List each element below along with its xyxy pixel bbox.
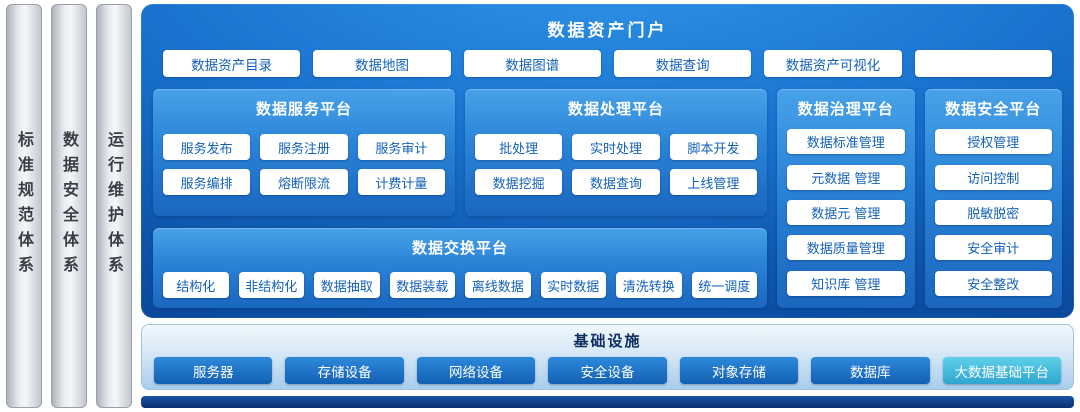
exchange-platform-panel: 数据交换平台 结构化 非结构化 数据抽取 数据装载 离线数据 实时数据 清洗转换… [153, 228, 768, 308]
service-item: 服务审计 [357, 134, 446, 160]
portal-title: 数据资产门户 [547, 21, 668, 41]
infrastructure-item: 数据库 [811, 357, 930, 384]
governance-item: 元数据 管理 [787, 164, 905, 190]
platform-row-top: 数据服务平台 服务发布 服务注册 服务审计 服务编排 熔断限流 计费计量 [153, 89, 768, 216]
infrastructure-item-row: 服务器 存储设备 网络设备 安全设备 对象存储 数据库 大数据基础平台 [154, 357, 1061, 384]
governance-item: 知识库 管理 [787, 270, 905, 296]
portal-item-row: 数据资产目录 数据地图 数据图谱 数据查询 数据资产可视化 [153, 50, 1062, 77]
security-item: 安全审计 [934, 235, 1053, 261]
exchange-item: 非结构化 [238, 272, 304, 298]
exchange-item: 统一调度 [691, 272, 757, 298]
governance-platform-title: 数据治理平台 [797, 100, 894, 118]
exchange-item: 数据抽取 [314, 272, 380, 298]
exchange-item: 离线数据 [465, 272, 531, 298]
side-system-operations: 运行维护体系 [96, 4, 132, 408]
portal-item: 数据查询 [613, 50, 752, 77]
service-row-1: 服务发布 服务注册 服务审计 [163, 134, 446, 160]
processing-item: 数据查询 [572, 169, 660, 195]
base-bar [141, 396, 1074, 408]
portal-item: 数据资产目录 [163, 50, 301, 77]
governance-item: 数据元 管理 [787, 199, 905, 225]
portal-item: 数据图谱 [463, 50, 601, 77]
side-system-label: 标准规范体系 [15, 131, 34, 281]
processing-platform-title: 数据处理平台 [568, 100, 665, 118]
exchange-platform-title: 数据交换平台 [412, 239, 509, 257]
side-system-label: 数据安全体系 [60, 131, 79, 281]
infrastructure-item-bigdata: 大数据基础平台 [942, 357, 1061, 384]
service-platform-title: 数据服务平台 [256, 100, 353, 118]
security-item-stack: 授权管理 访问控制 脱敏脱密 安全审计 安全整改 [934, 125, 1053, 298]
processing-row-2: 数据挖掘 数据查询 上线管理 [475, 169, 758, 195]
processing-row-1: 批处理 实时处理 脚本开发 [475, 134, 758, 160]
service-item: 熔断限流 [260, 169, 348, 195]
processing-item: 批处理 [475, 134, 563, 160]
infrastructure-item: 网络设备 [416, 357, 536, 384]
portal-item-empty [914, 50, 1052, 77]
service-item: 计费计量 [357, 169, 446, 195]
portal-item: 数据资产可视化 [764, 50, 902, 77]
exchange-item: 数据装载 [389, 272, 455, 298]
processing-item: 上线管理 [669, 169, 758, 195]
infrastructure-panel: 基础设施 服务器 存储设备 网络设备 安全设备 对象存储 数据库 大数据基础平台 [141, 324, 1074, 390]
infrastructure-item: 对象存储 [679, 357, 799, 384]
side-system-security: 数据安全体系 [51, 4, 87, 408]
security-item: 安全整改 [934, 270, 1053, 296]
security-item: 访问控制 [934, 164, 1053, 190]
service-platform-panel: 数据服务平台 服务发布 服务注册 服务审计 服务编排 熔断限流 计费计量 [153, 89, 456, 216]
service-item: 服务编排 [163, 169, 251, 195]
side-system-label: 运行维护体系 [105, 131, 124, 281]
service-item: 服务发布 [163, 134, 251, 160]
service-row-2: 服务编排 熔断限流 计费计量 [163, 169, 446, 195]
platform-grid: 数据服务平台 服务发布 服务注册 服务审计 服务编排 熔断限流 计费计量 [153, 89, 1063, 308]
portal-item: 数据地图 [313, 50, 451, 77]
processing-platform-panel: 数据处理平台 批处理 实时处理 脚本开发 数据挖掘 数据查询 上线管理 [465, 89, 768, 216]
security-item: 授权管理 [934, 129, 1053, 155]
security-platform-panel: 数据安全平台 授权管理 访问控制 脱敏脱密 安全审计 安全整改 [924, 89, 1063, 308]
infrastructure-title: 基础设施 [573, 332, 642, 350]
infrastructure-item: 存储设备 [285, 357, 404, 384]
infrastructure-item: 安全设备 [548, 357, 667, 384]
security-platform-title: 数据安全平台 [945, 100, 1042, 118]
exchange-item-row: 结构化 非结构化 数据抽取 数据装载 离线数据 实时数据 清洗转换 统一调度 [163, 272, 757, 298]
governance-item-stack: 数据标准管理 元数据 管理 数据元 管理 数据质量管理 知识库 管理 [787, 125, 905, 298]
governance-platform-panel: 数据治理平台 数据标准管理 元数据 管理 数据元 管理 数据质量管理 知识库 管… [777, 89, 915, 308]
infrastructure-item: 服务器 [154, 357, 273, 384]
data-platform-panel: 数据资产门户 数据资产目录 数据地图 数据图谱 数据查询 数据资产可视化 数据服… [141, 4, 1074, 318]
left-platform-block: 数据服务平台 服务发布 服务注册 服务审计 服务编排 熔断限流 计费计量 [153, 89, 768, 308]
governance-item: 数据标准管理 [787, 129, 905, 155]
security-item: 脱敏脱密 [934, 199, 1053, 225]
processing-item: 实时处理 [572, 134, 660, 160]
exchange-item: 清洗转换 [616, 272, 682, 298]
processing-item: 脚本开发 [669, 134, 758, 160]
exchange-item: 实时数据 [540, 272, 606, 298]
service-item: 服务注册 [260, 134, 348, 160]
side-system-standards: 标准规范体系 [6, 4, 42, 408]
processing-item: 数据挖掘 [475, 169, 563, 195]
exchange-item: 结构化 [163, 272, 229, 298]
main-column: 数据资产门户 数据资产目录 数据地图 数据图谱 数据查询 数据资产可视化 数据服… [141, 4, 1074, 408]
governance-item: 数据质量管理 [787, 235, 905, 261]
